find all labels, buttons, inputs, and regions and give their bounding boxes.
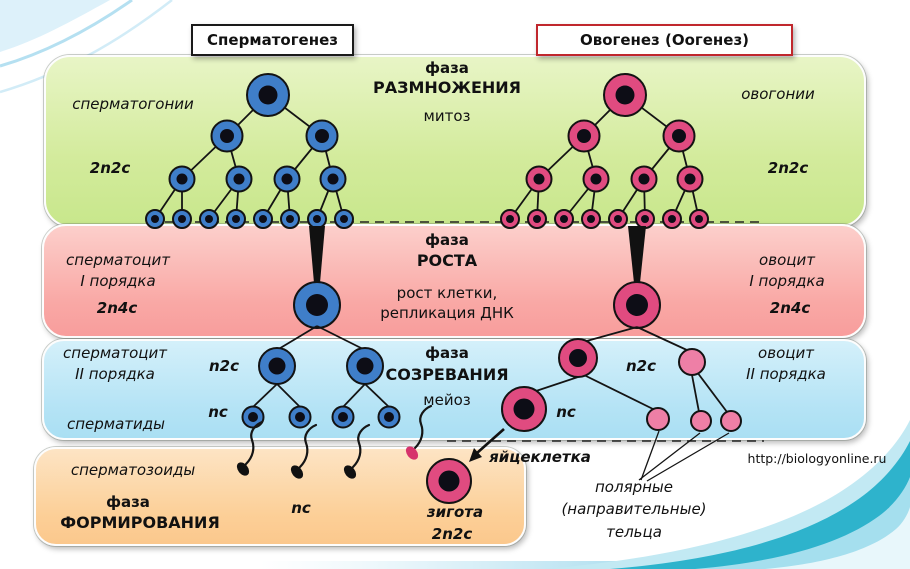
phase-reproduction-name: РАЗМНОЖЕНИЯ [372, 78, 522, 97]
label-oocyte1-line2: I порядка [749, 272, 825, 290]
egg-to-zygote-arrow [469, 428, 505, 462]
label-polar-bodies-line2: (направительные) [561, 500, 707, 518]
band-reproduction-phase [44, 55, 866, 227]
label-oocyte1-ploidy: 2n4c [769, 299, 811, 317]
fertilizing-sperm-icon [402, 404, 433, 464]
ovum-meiosis [501, 326, 742, 432]
ovum-growth-connector [628, 226, 646, 283]
spermatogenesis-title-box: Сперматогенез [191, 24, 354, 56]
egg-cell [501, 386, 547, 432]
sperm-meiosis [241, 325, 401, 429]
oogenesis-title-box: Овогенез (Оогенез) [536, 24, 793, 56]
phase-growth-name: РОСТА [416, 251, 478, 270]
phase-formation-name: ФОРМИРОВАНИЯ [60, 513, 220, 532]
label-polar-bodies-line1: полярные [595, 478, 673, 496]
phase-maturation-process: мейоз [423, 391, 471, 409]
label-spermatocyte2-line1: сперматоцит [63, 344, 167, 362]
label-oogonia: овогонии [741, 85, 815, 103]
ovum-mitosis-tree [500, 73, 709, 229]
top-left-wave-decoration [0, 0, 173, 94]
label-egg-cell: яйцеклетка [489, 448, 591, 466]
polar-bodies-pointer-lines [638, 430, 730, 482]
spermatocyte-i-cell [293, 281, 341, 329]
label-spermatozoa: сперматозоиды [70, 461, 196, 479]
oogenesis-title: Овогенез (Оогенез) [579, 31, 750, 49]
label-spermatocyte1-line2: I порядка [80, 272, 156, 290]
polar-body-cell [678, 348, 706, 376]
band-growth-phase [42, 224, 866, 338]
spermatogenesis-title: Сперматогенез [207, 31, 338, 49]
phase-growth-prefix: фаза [425, 231, 469, 249]
label-spermatogonia-ploidy: 2n2c [89, 159, 131, 177]
label-spermatocyte2-ploidy: n2c [208, 357, 240, 375]
label-spermatocyte1-ploidy: 2n4c [96, 299, 138, 317]
label-oocyte2-ploidy: n2c [625, 357, 657, 375]
watermark-url: http://biologyonline.ru [747, 451, 887, 466]
oocyte-i-cell [613, 281, 661, 329]
phase-maturation-prefix: фаза [425, 344, 469, 362]
phase-maturation-name: СОЗРЕВАНИЯ [385, 365, 509, 384]
label-spermatids-ploidy: nc [208, 403, 228, 421]
label-spermatids: сперматиды [66, 415, 166, 433]
sperm-icon [233, 420, 264, 480]
phase-reproduction-prefix: фаза [425, 59, 469, 77]
label-polar-bodies-line3: тельца [606, 523, 662, 541]
polar-body-cell [690, 410, 712, 432]
phase-reproduction-process: митоз [423, 107, 471, 125]
sperm-icon [287, 423, 318, 483]
label-oocyte1-line1: овоцит [759, 251, 815, 269]
label-oocyte2-line2: II порядка [746, 365, 826, 383]
sperm-icon [340, 423, 371, 483]
sperm-mitosis-tree [145, 73, 354, 229]
label-oocyte2-line1: овоцит [758, 344, 814, 362]
label-oogonia-ploidy: 2n2c [767, 159, 809, 177]
label-zygote: зигота [426, 503, 484, 521]
sperm-growth-connector [309, 226, 325, 283]
phase-growth-process-line1: рост клетки, [396, 284, 498, 302]
label-spermatocyte2-line2: II порядка [75, 365, 155, 383]
phase-formation-prefix: фаза [106, 493, 150, 511]
label-spermatozoa-ploidy: nc [291, 499, 311, 517]
bottom-right-wave-decoration [260, 420, 910, 569]
label-egg-ploidy: nc [556, 403, 576, 421]
polar-body-cell [646, 407, 670, 431]
label-spermatogonia: сперматогонии [72, 95, 194, 113]
phase-growth-process-line2: репликация ДНК [380, 304, 514, 322]
label-spermatocyte1-line1: сперматоцит [66, 251, 170, 269]
zygote-cell [426, 458, 472, 504]
label-zygote-ploidy: 2n2c [431, 525, 473, 543]
polar-body-cell [720, 410, 742, 432]
